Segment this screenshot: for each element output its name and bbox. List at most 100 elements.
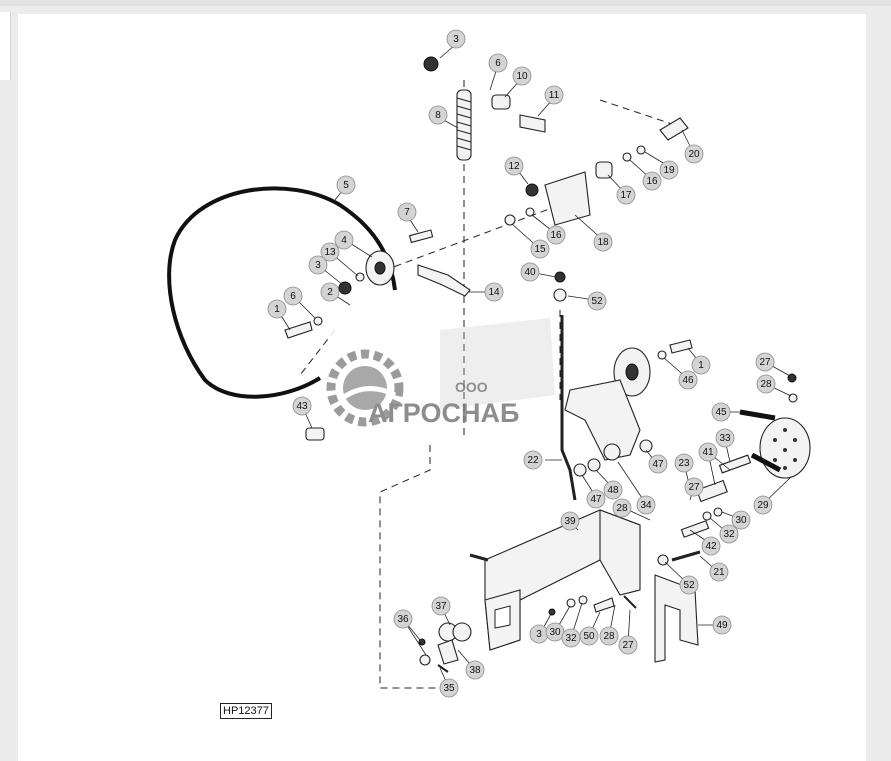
spacer-36 [419, 654, 431, 666]
callout-7: 7 [397, 202, 417, 222]
callout-21: 21 [709, 562, 729, 582]
callout-text: 46 [682, 375, 694, 386]
callout-12: 12 [504, 156, 524, 176]
screw-35 [437, 664, 449, 673]
bushing-48 [587, 458, 601, 472]
callout-text: 45 [715, 407, 727, 418]
callout-2: 2 [320, 282, 340, 302]
shaft-33 [718, 454, 752, 474]
bolt-12 [525, 183, 539, 197]
callout-text: 48 [607, 485, 619, 496]
callout-35: 35 [439, 678, 459, 698]
belt-45-bottom [750, 452, 782, 473]
callout-text: 18 [597, 237, 609, 248]
washer-52-top [553, 288, 567, 302]
callout-text: 43 [296, 401, 308, 412]
callout-32: 32 [719, 524, 739, 544]
callout-39: 39 [560, 511, 580, 531]
callout-text: 22 [527, 455, 539, 466]
callout-36: 36 [393, 609, 413, 629]
tension-spring [456, 89, 472, 161]
callout-text: 1 [698, 360, 704, 371]
callout-text: 39 [564, 516, 576, 527]
callout-22: 22 [523, 450, 543, 470]
callout-text: 3 [315, 260, 321, 271]
callout-text: 41 [702, 447, 714, 458]
callout-text: 13 [324, 247, 336, 258]
callout-18: 18 [593, 232, 613, 252]
callout-text: 49 [716, 620, 728, 631]
washer-6-left [313, 316, 323, 326]
callout-text: 42 [705, 541, 717, 552]
callout-30: 30 [731, 510, 751, 530]
callout-37: 37 [431, 596, 451, 616]
callout-text: 50 [583, 631, 595, 642]
bolt-50 [593, 597, 615, 613]
callout-text: 5 [343, 180, 349, 191]
callout-text: 23 [678, 458, 690, 469]
callout-text: 33 [719, 433, 731, 444]
callout-20: 20 [684, 144, 704, 164]
callout-30: 30 [545, 622, 565, 642]
bolt-20 [659, 117, 689, 141]
belt-45-top [739, 409, 776, 421]
callout-47: 47 [648, 454, 668, 474]
callout-52: 52 [587, 291, 607, 311]
top-bar [0, 0, 891, 6]
drive-belt [167, 186, 397, 399]
rod-22 [560, 315, 577, 501]
nut-36 [418, 638, 426, 646]
callout-8: 8 [428, 105, 448, 125]
callout-3: 3 [529, 624, 549, 644]
bracket-49 [654, 574, 699, 663]
clamp-38 [437, 639, 459, 665]
callout-text: 2 [327, 287, 333, 298]
callout-text: 8 [435, 110, 441, 121]
callout-45: 45 [711, 402, 731, 422]
nut-3-mid [338, 281, 352, 295]
callout-28: 28 [599, 626, 619, 646]
callout-text: 37 [435, 601, 447, 612]
watermark-small-text: ООО [455, 379, 488, 395]
callout-41: 41 [698, 442, 718, 462]
callout-23: 23 [674, 453, 694, 473]
bolt-1-left [284, 321, 313, 339]
bushing-47-right [639, 439, 653, 453]
callout-text: 30 [549, 627, 561, 638]
callout-text: 16 [550, 230, 562, 241]
hub-41 [696, 479, 728, 503]
callout-15: 15 [530, 239, 550, 259]
bushing-47-left [573, 463, 587, 477]
callout-47: 47 [586, 489, 606, 509]
callout-14: 14 [484, 282, 504, 302]
callout-text: 38 [469, 665, 481, 676]
callout-3: 3 [446, 29, 466, 49]
bolt-1-right [669, 339, 693, 354]
callout-text: 1 [274, 304, 280, 315]
bushing-37-b [452, 622, 472, 642]
callout-1: 1 [691, 355, 711, 375]
callout-11: 11 [544, 85, 564, 105]
dashed-line-frame [379, 445, 440, 689]
pin-21 [671, 550, 701, 562]
callout-40: 40 [520, 262, 540, 282]
callout-19: 19 [659, 160, 679, 180]
callout-text: 28 [616, 503, 628, 514]
nut-top [423, 56, 439, 72]
callout-text: 6 [290, 291, 296, 302]
callout-42: 42 [701, 536, 721, 556]
spacer-17 [595, 161, 613, 179]
callout-text: 3 [536, 629, 542, 640]
callout-28: 28 [756, 374, 776, 394]
callout-text: 52 [591, 296, 603, 307]
callout-43: 43 [292, 396, 312, 416]
callout-text: 27 [759, 357, 771, 368]
callout-5: 5 [336, 175, 356, 195]
callout-34: 34 [636, 495, 656, 515]
callout-38: 38 [465, 660, 485, 680]
callout-17: 17 [616, 185, 636, 205]
callout-text: 12 [508, 161, 520, 172]
callout-28: 28 [612, 498, 632, 518]
idler-arm-plate [544, 171, 591, 226]
